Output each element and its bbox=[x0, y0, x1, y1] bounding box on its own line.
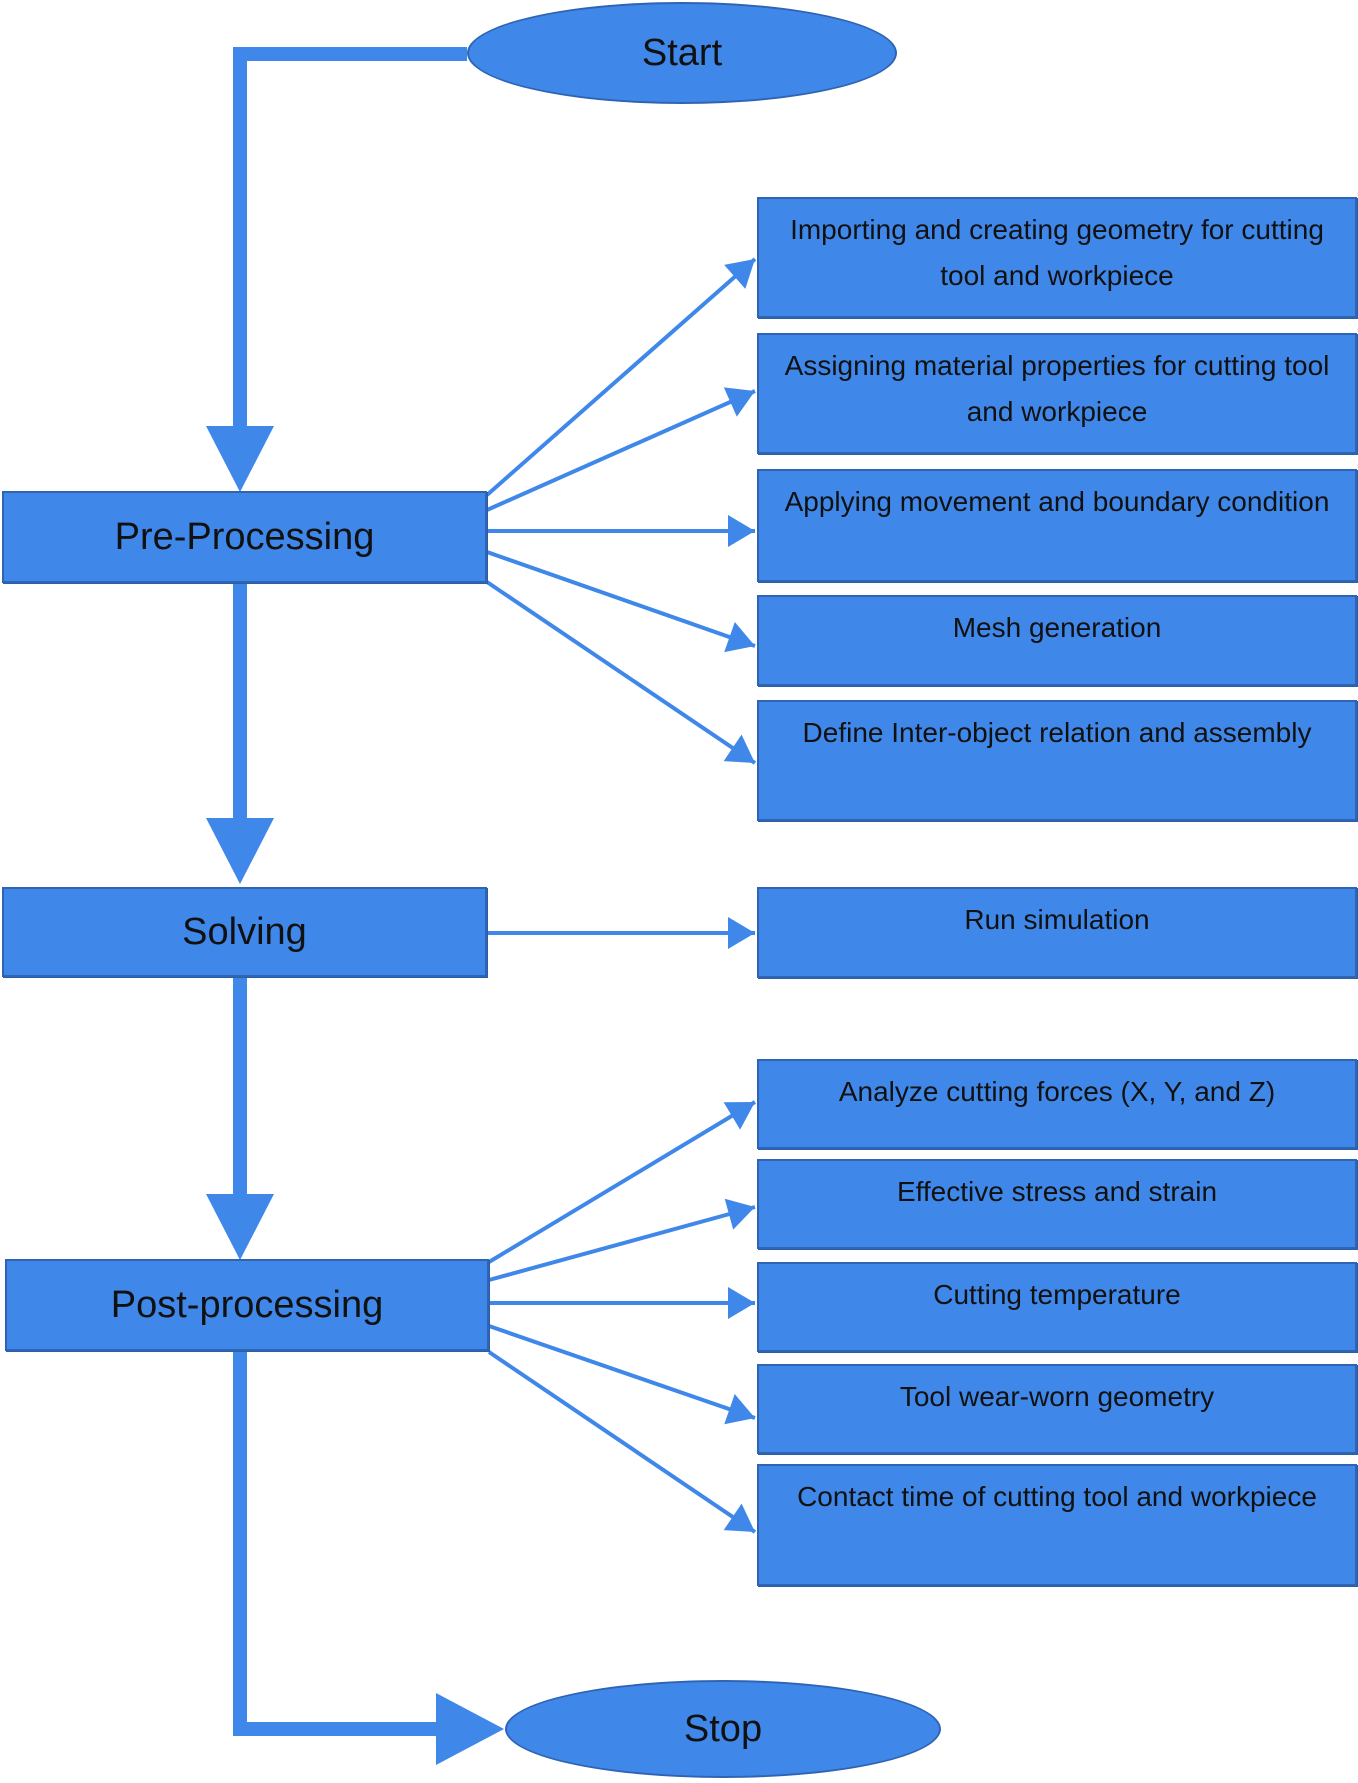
pre-step-boundary-label: Applying movement and boundary condition bbox=[784, 486, 1330, 517]
pre-processing-label: Pre-Processing bbox=[114, 515, 375, 558]
post-step-contact-time: Contact time of cutting tool and workpie… bbox=[757, 1464, 1357, 1586]
pre-step-assembly-label: Define Inter-object relation and assembl… bbox=[802, 717, 1312, 748]
post-step-tool-wear-label: Tool wear-worn geometry bbox=[899, 1381, 1215, 1412]
connector-post-1 bbox=[487, 1100, 757, 1264]
solving-box: Solving bbox=[2, 887, 487, 977]
solve-step-run-label: Run simulation bbox=[964, 904, 1150, 935]
post-step-stress-label: Effective stress and strain bbox=[896, 1176, 1218, 1207]
stop-label: Stop bbox=[683, 1707, 763, 1750]
arrow-solving-to-postprocessing bbox=[206, 978, 274, 1260]
post-step-contact-time-label: Contact time of cutting tool and workpie… bbox=[797, 1481, 1317, 1512]
pre-step-material-label: Assigning material properties for cuttin… bbox=[784, 350, 1330, 427]
post-step-forces: Analyze cutting forces (X, Y, and Z) bbox=[757, 1059, 1357, 1149]
arrow-postprocessing-to-stop bbox=[233, 1352, 504, 1765]
pre-processing-box: Pre-Processing bbox=[2, 491, 487, 583]
connector-pre-5 bbox=[485, 580, 757, 765]
connector-pre-4 bbox=[486, 550, 756, 653]
fan-postprocessing bbox=[487, 1100, 757, 1534]
post-processing-box: Post-processing bbox=[5, 1259, 489, 1351]
post-step-temperature: Cutting temperature bbox=[757, 1262, 1357, 1352]
post-step-tool-wear: Tool wear-worn geometry bbox=[757, 1364, 1357, 1454]
connector-pre-2 bbox=[486, 387, 756, 512]
arrow-preprocessing-to-solving bbox=[206, 584, 274, 884]
post-processing-label: Post-processing bbox=[110, 1283, 384, 1326]
stop-node: Stop bbox=[505, 1680, 941, 1778]
post-step-temperature-label: Cutting temperature bbox=[933, 1279, 1181, 1310]
connector-pre-1 bbox=[485, 257, 757, 497]
connector-post-4 bbox=[488, 1324, 756, 1425]
connector-post-5 bbox=[487, 1350, 757, 1534]
solving-label: Solving bbox=[182, 910, 307, 953]
arrow-start-to-preprocessing bbox=[206, 47, 467, 492]
start-label: Start bbox=[641, 31, 723, 74]
solve-step-run: Run simulation bbox=[757, 887, 1357, 978]
pre-step-boundary: Applying movement and boundary condition bbox=[757, 469, 1357, 582]
start-node: Start bbox=[467, 2, 897, 104]
pre-step-material: Assigning material properties for cuttin… bbox=[757, 333, 1357, 454]
fan-preprocessing bbox=[485, 257, 757, 765]
pre-step-mesh: Mesh generation bbox=[757, 595, 1357, 686]
pre-step-geometry-label: Importing and creating geometry for cutt… bbox=[790, 214, 1324, 291]
pre-step-mesh-label: Mesh generation bbox=[952, 612, 1162, 643]
post-step-forces-label: Analyze cutting forces (X, Y, and Z) bbox=[838, 1076, 1276, 1107]
connector-post-2 bbox=[488, 1198, 756, 1282]
pre-step-assembly: Define Inter-object relation and assembl… bbox=[757, 700, 1357, 821]
post-step-stress: Effective stress and strain bbox=[757, 1159, 1357, 1249]
pre-step-geometry: Importing and creating geometry for cutt… bbox=[757, 197, 1357, 318]
